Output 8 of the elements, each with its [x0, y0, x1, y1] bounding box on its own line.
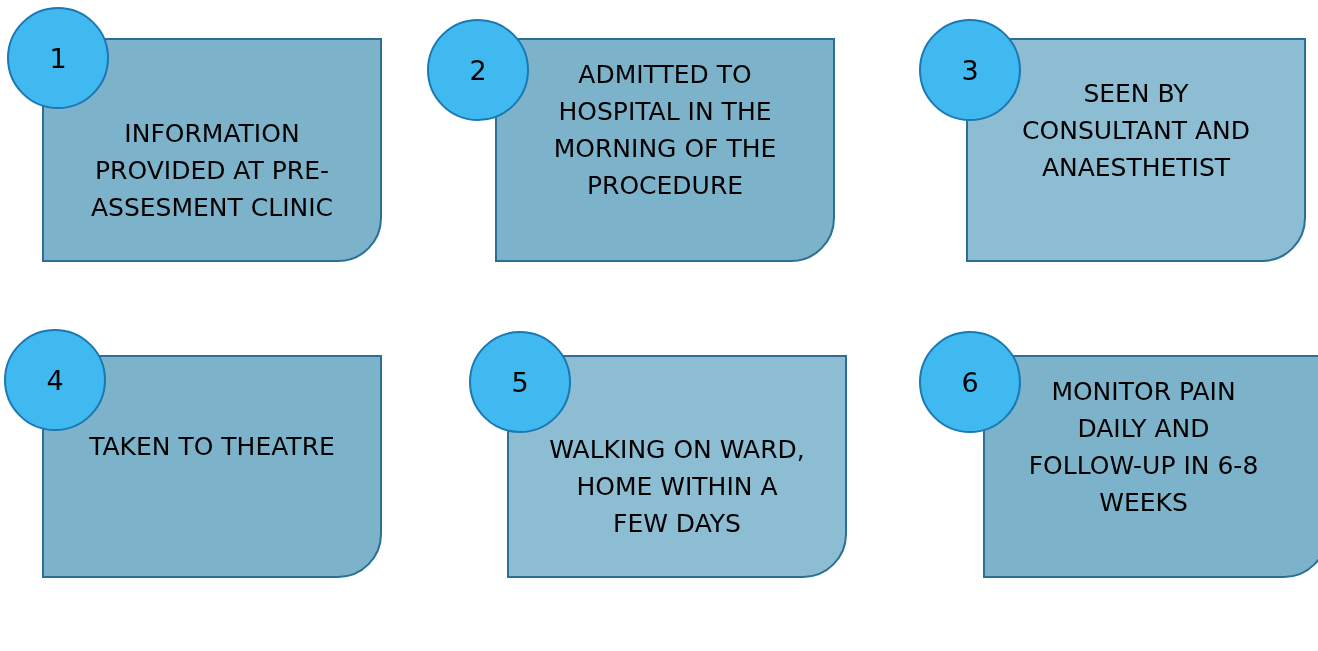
step-number-circle: 1	[7, 7, 109, 109]
step-card: ADMITTED TO HOSPITAL IN THE MORNING OF THE PROCEDURE	[495, 38, 835, 262]
step-number-circle: 6	[919, 331, 1021, 433]
step-number-circle: 4	[4, 329, 106, 431]
step-number-circle: 3	[919, 19, 1021, 121]
step-number-circle: 5	[469, 331, 571, 433]
step-number-circle: 2	[427, 19, 529, 121]
step-card: MONITOR PAIN DAILY AND FOLLOW-UP IN 6-8 WEEKS	[983, 355, 1318, 578]
